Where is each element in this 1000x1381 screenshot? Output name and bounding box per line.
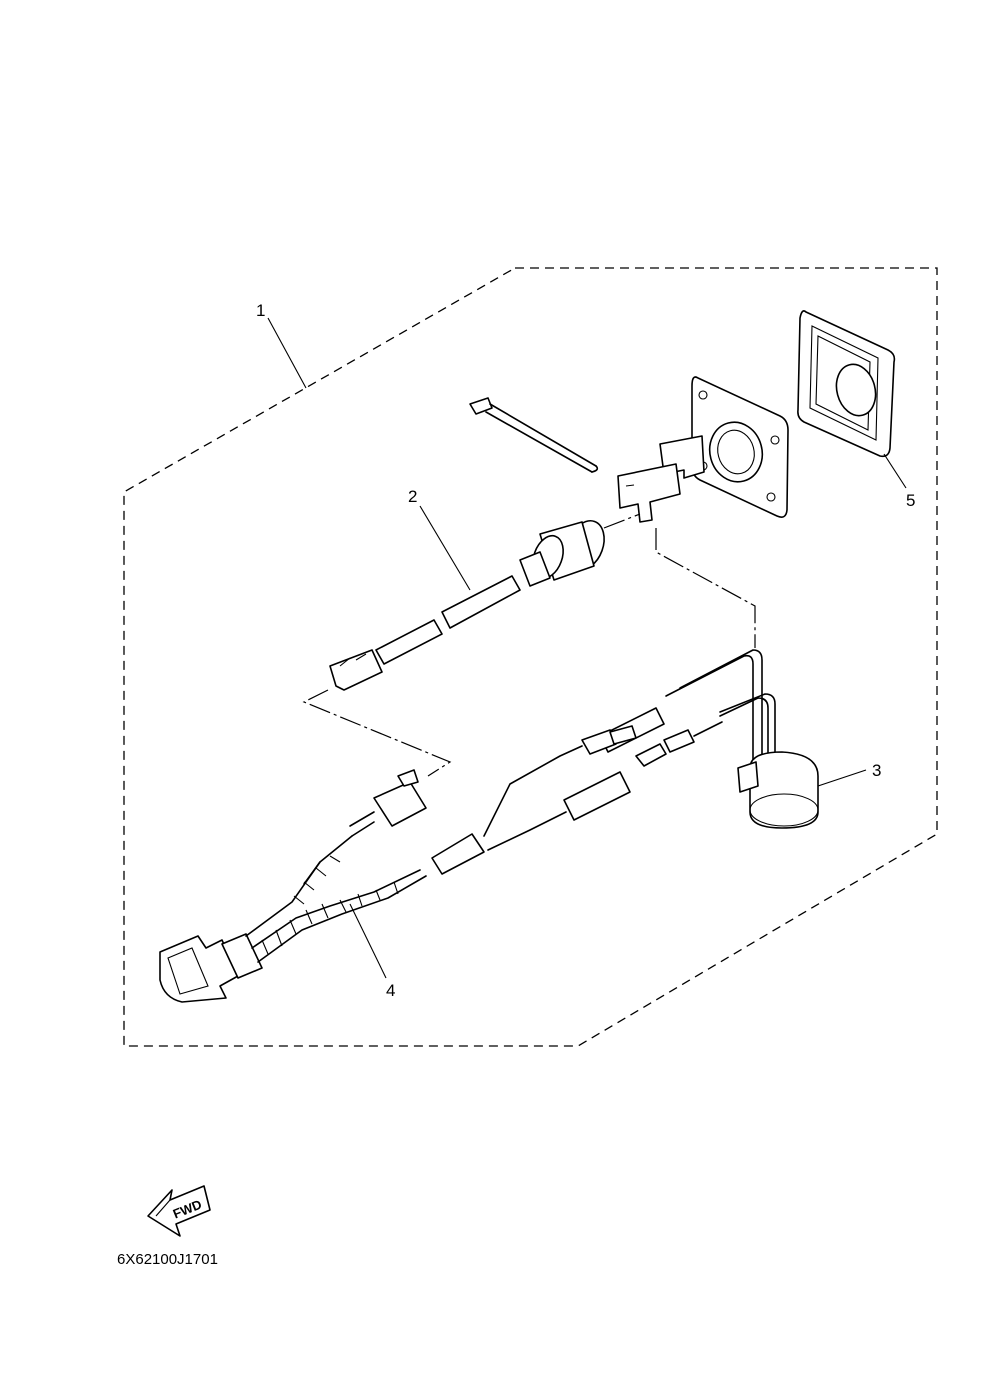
connection-line-2 bbox=[603, 513, 641, 529]
drawing-code: 6X62100J1701 bbox=[117, 1251, 218, 1268]
connection-line-3 bbox=[655, 528, 756, 648]
leader-line-3 bbox=[817, 769, 867, 787]
cable-tie bbox=[469, 397, 599, 473]
callout-1: 1 bbox=[256, 301, 265, 320]
part-5-cover bbox=[797, 310, 896, 458]
leader-line-5 bbox=[883, 453, 907, 489]
callout-2: 2 bbox=[408, 487, 417, 506]
connection-line-4 bbox=[302, 689, 452, 777]
leader-line-4 bbox=[349, 903, 387, 979]
callout-3: 3 bbox=[872, 761, 881, 780]
part-2-connector bbox=[329, 519, 605, 691]
fwd-arrow-icon: FWD bbox=[147, 1185, 211, 1237]
part-4-harness bbox=[159, 725, 637, 1003]
mount-bracket bbox=[617, 376, 789, 523]
assembly-boundary bbox=[123, 267, 938, 1047]
callout-5: 5 bbox=[906, 491, 915, 510]
callout-4: 4 bbox=[386, 981, 395, 1000]
leader-line-2 bbox=[419, 505, 471, 591]
leader-line-1 bbox=[267, 317, 307, 389]
